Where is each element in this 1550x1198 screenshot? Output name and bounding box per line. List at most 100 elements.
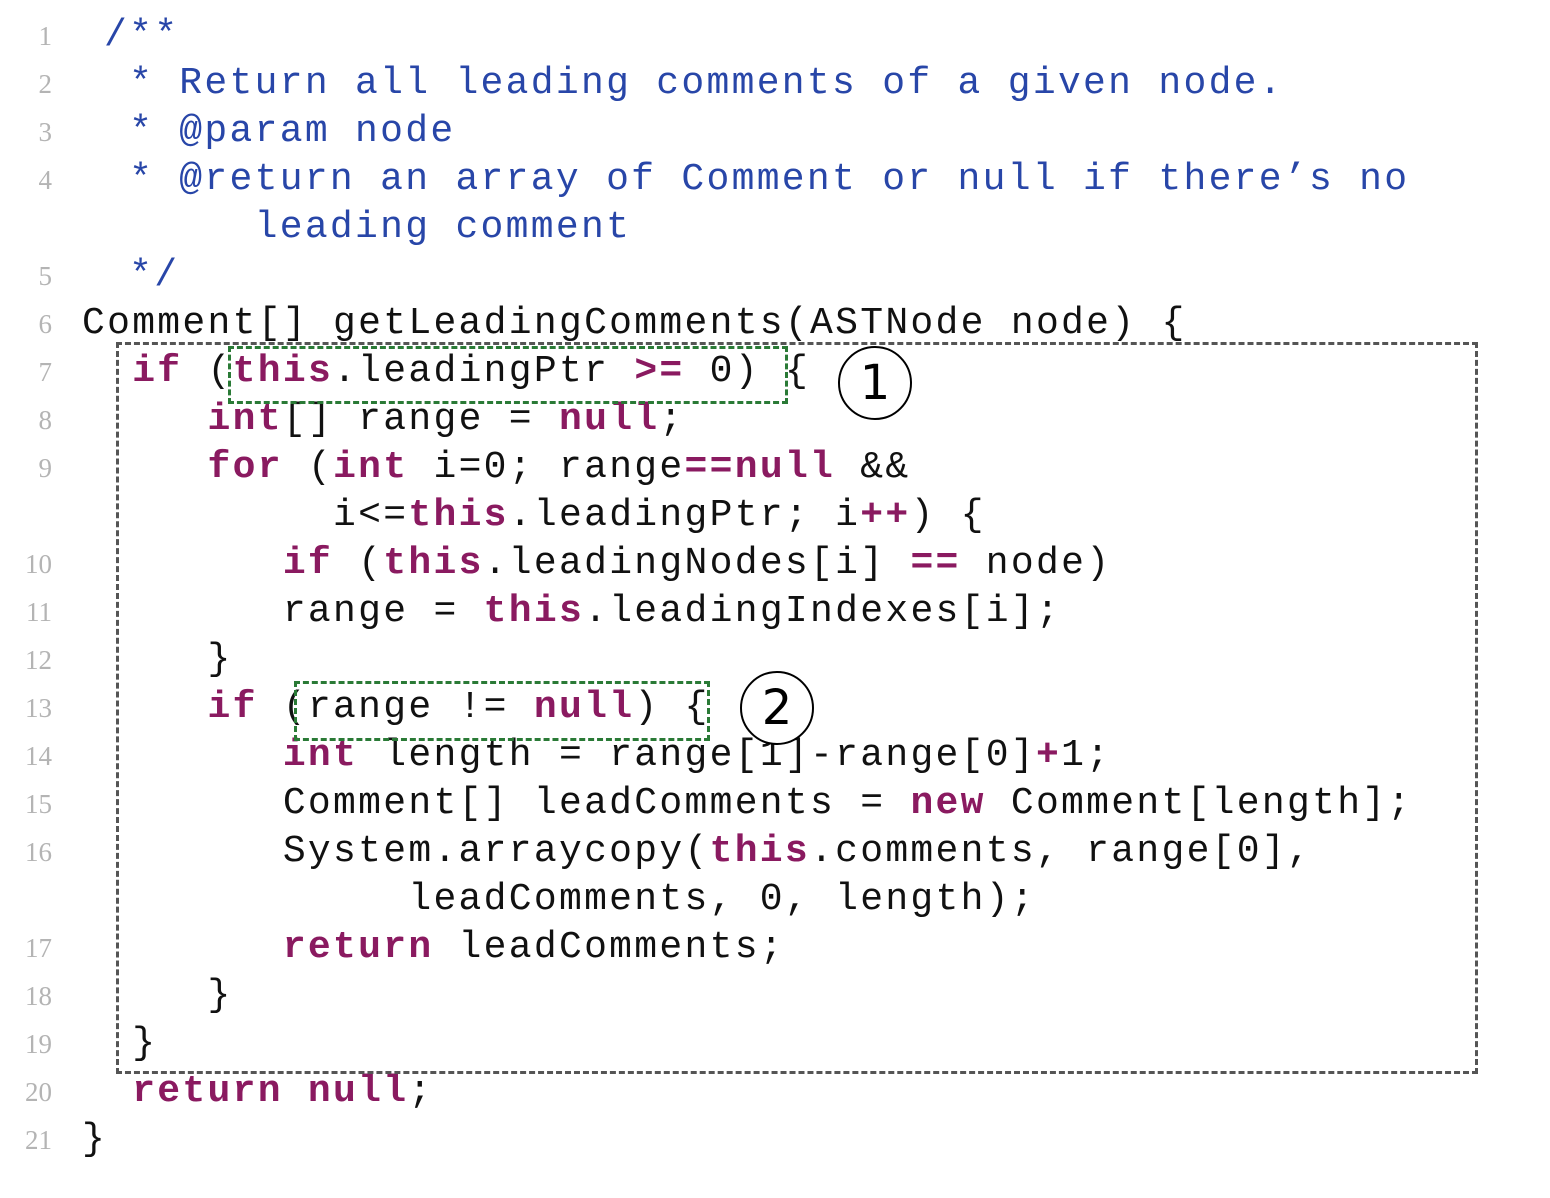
- code-token: ) {: [910, 494, 986, 537]
- code-token: leadComments, 0, length);: [82, 878, 1036, 921]
- code-token: this: [408, 494, 509, 537]
- line-number: 8: [38, 405, 53, 435]
- marker-1: 1: [838, 346, 912, 420]
- code-token: node): [960, 542, 1112, 585]
- code-token: for: [82, 446, 283, 489]
- code-token: length = range[1]-range[0]: [358, 734, 1036, 777]
- code-token: .comments, range[0],: [810, 830, 1313, 873]
- code-token: if: [82, 686, 258, 729]
- code-line: if (this.leadingNodes[i] == node): [82, 540, 1111, 588]
- code-line: Comment[] getLeadingComments(ASTNode nod…: [82, 300, 1187, 348]
- code-token: if: [82, 350, 183, 393]
- code-token: .leadingPtr; i: [508, 494, 861, 537]
- code-token: System.arraycopy(: [82, 830, 710, 873]
- code-token: leadComments;: [433, 926, 785, 969]
- code-line: /**: [104, 12, 179, 60]
- code-line: int[] range = null;: [82, 396, 685, 444]
- code-token: ;: [408, 1070, 434, 1113]
- marker-1-label: 1: [859, 355, 891, 411]
- line-number: 1: [38, 21, 53, 51]
- code-token: Comment[] leadComments =: [82, 782, 911, 825]
- code-token: this: [232, 350, 334, 393]
- line-number: 13: [25, 693, 52, 723]
- line-number: 6: [38, 309, 53, 339]
- code-line: System.arraycopy(this.comments, range[0]…: [82, 828, 1312, 876]
- code-token: ==null: [684, 446, 836, 489]
- line-number: 17: [25, 933, 52, 963]
- code-token: int: [82, 398, 283, 441]
- code-token: &&: [835, 446, 911, 489]
- code-token: }: [82, 1118, 108, 1161]
- line-number: 20: [25, 1077, 52, 1107]
- code-token: (range !=: [257, 686, 534, 729]
- code-line: }: [82, 636, 233, 684]
- code-token: }: [82, 638, 233, 681]
- code-token: .leadingIndexes[i];: [584, 590, 1062, 633]
- code-token: int: [82, 734, 359, 777]
- code-token: this: [709, 830, 811, 873]
- line-number: 18: [25, 981, 52, 1011]
- line-number: 3: [38, 117, 53, 147]
- line-number: 21: [25, 1125, 52, 1155]
- code-token: Comment[] getLeadingComments(ASTNode nod…: [82, 302, 1187, 345]
- code-token: 0) {: [684, 350, 811, 393]
- code-token: return: [82, 926, 434, 969]
- code-line: * Return all leading comments of a given…: [104, 60, 1284, 108]
- code-token: ) {: [634, 686, 710, 729]
- code-token: this: [483, 590, 585, 633]
- code-token: this: [383, 542, 484, 585]
- code-token: i<=: [82, 494, 409, 537]
- line-number: [0, 876, 52, 924]
- code-token: ==: [910, 542, 961, 585]
- code-token: int: [333, 446, 409, 489]
- line-number: 7: [38, 357, 53, 387]
- code-line: }: [82, 1020, 157, 1068]
- code-line: for (int i=0; range==null &&: [82, 444, 910, 492]
- code-token: ;: [659, 398, 685, 441]
- line-number: 10: [25, 549, 52, 579]
- code-token: [] range =: [282, 398, 559, 441]
- code-token: }: [82, 974, 233, 1017]
- line-number: 5: [38, 261, 53, 291]
- code-token: return null: [82, 1070, 409, 1113]
- code-line: int length = range[1]-range[0]+1;: [82, 732, 1111, 780]
- code-token: .leadingNodes[i]: [483, 542, 911, 585]
- code-token: ++: [860, 494, 911, 537]
- code-token: +: [1035, 734, 1062, 777]
- code-token: if: [82, 542, 334, 585]
- condition-box-1: [228, 346, 788, 404]
- line-number: 19: [25, 1029, 52, 1059]
- code-token: (: [182, 350, 233, 393]
- line-number: 15: [25, 789, 52, 819]
- line-number: 16: [25, 837, 52, 867]
- code-token: new: [910, 782, 986, 825]
- marker-2-label: 2: [761, 680, 793, 736]
- code-line: leading comment: [104, 204, 631, 252]
- code-line: }: [82, 972, 233, 1020]
- code-token: 1;: [1061, 734, 1112, 777]
- line-number: 12: [25, 645, 52, 675]
- code-token: }: [82, 1022, 158, 1065]
- line-number: [0, 204, 52, 252]
- code-token: * @param node: [104, 110, 456, 153]
- line-number: 2: [38, 69, 53, 99]
- code-line: * @param node: [104, 108, 455, 156]
- code-token: i=0; range: [408, 446, 685, 489]
- line-number: 11: [26, 597, 52, 627]
- code-line: if (range != null) {: [82, 684, 710, 732]
- code-line: }: [82, 1116, 107, 1164]
- code-line: return null;: [82, 1068, 433, 1116]
- line-number: 4: [38, 165, 53, 195]
- code-token: null: [533, 686, 635, 729]
- code-token: range =: [82, 590, 484, 633]
- code-line: if (this.leadingPtr >= 0) {: [82, 348, 810, 396]
- code-token: leading comment: [104, 206, 632, 249]
- code-token: .leadingPtr: [333, 350, 635, 393]
- code-token: >=: [634, 350, 685, 393]
- code-line: return leadComments;: [82, 924, 785, 972]
- line-number: 9: [38, 453, 53, 483]
- code-token: * @return an array of Comment or null if…: [104, 158, 1410, 201]
- line-number: 14: [25, 741, 52, 771]
- code-line: leadComments, 0, length);: [82, 876, 1036, 924]
- line-number: [0, 492, 52, 540]
